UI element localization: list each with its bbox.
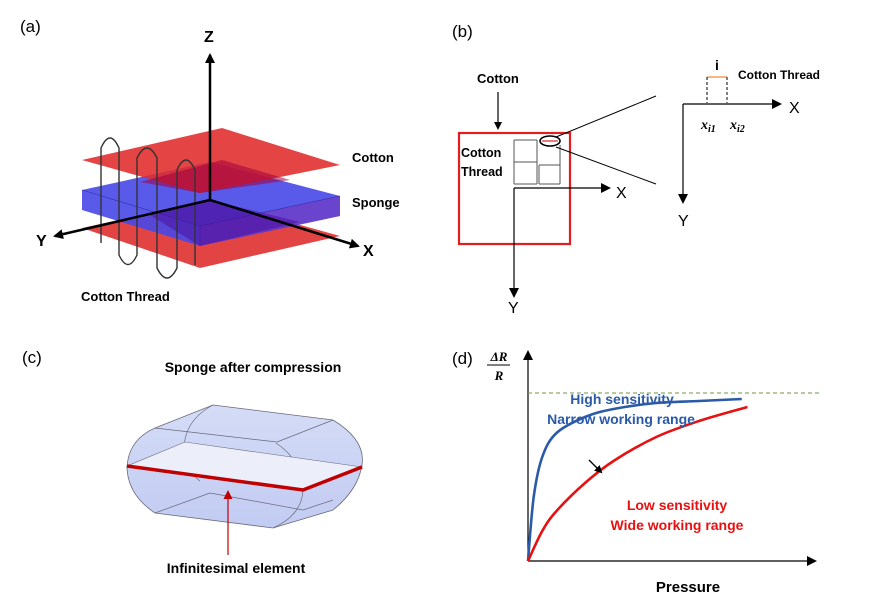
sponge-label: Sponge	[352, 195, 400, 210]
z-axis-label: Z	[204, 29, 214, 46]
thread-label-line1: Cotton	[461, 146, 501, 160]
bottom-cotton-front	[82, 228, 200, 268]
panel-a-label: (a)	[20, 17, 41, 36]
zoom-line-bottom	[555, 146, 657, 185]
panel-c: (c) Sponge after compression Infinitesim…	[22, 348, 364, 576]
infinitesimal-element	[126, 464, 363, 492]
zoom-line-top	[555, 95, 657, 138]
high-sensitivity-label: High sensitivity	[570, 391, 674, 407]
panel-d: (d) ΔR R High sensitivity Narrow working…	[452, 349, 820, 596]
inset-x-axis-label: X	[789, 100, 800, 117]
panel-b-label: (b)	[452, 22, 473, 41]
thread-label-line2: Thread	[461, 165, 503, 179]
cotton-thread	[100, 137, 196, 279]
compressed-sponge	[125, 404, 364, 529]
cotton-label: Cotton	[352, 150, 394, 165]
b-y-axis-label: Y	[508, 300, 519, 317]
inset-y-axis-label: Y	[678, 213, 689, 230]
y-label-denominator: R	[494, 368, 504, 383]
panel-b: (b) Cotton Cotton Thread X Y	[452, 22, 820, 317]
low-sensitivity-label: Low sensitivity	[627, 497, 728, 513]
element-label: Infinitesimal element	[167, 560, 306, 576]
x-i2-label: xi2	[729, 118, 745, 135]
panel-d-label: (d)	[452, 349, 473, 368]
x-axis	[209, 198, 360, 249]
wide-range-label: Wide working range	[611, 517, 744, 533]
b-x-axis-label: X	[616, 185, 627, 202]
thread-grid	[513, 139, 561, 185]
inset-thread-label: Cotton Thread	[738, 68, 820, 82]
x-i1-label: xi1	[700, 118, 716, 135]
series-high-sensitivity	[526, 397, 742, 562]
narrow-range-label: Narrow working range	[547, 411, 695, 427]
y-axis-label: Y	[36, 233, 47, 250]
segment-label: i	[715, 57, 719, 73]
panel-c-title: Sponge after compression	[165, 359, 342, 375]
y-label-numerator: ΔR	[490, 349, 508, 364]
x-axis-label: X	[363, 243, 374, 260]
shift-arrow	[588, 459, 603, 474]
cotton-thread-label: Cotton Thread	[81, 289, 170, 304]
zoom-ellipse	[539, 135, 561, 147]
cotton-pointer-label: Cotton	[477, 71, 519, 86]
panel-a: (a) Z Y X Cotton Sponge Cotton Thr	[20, 17, 400, 304]
y-axis	[53, 198, 211, 240]
panel-c-label: (c)	[22, 348, 42, 367]
x-axis-pressure-label: Pressure	[656, 579, 720, 596]
